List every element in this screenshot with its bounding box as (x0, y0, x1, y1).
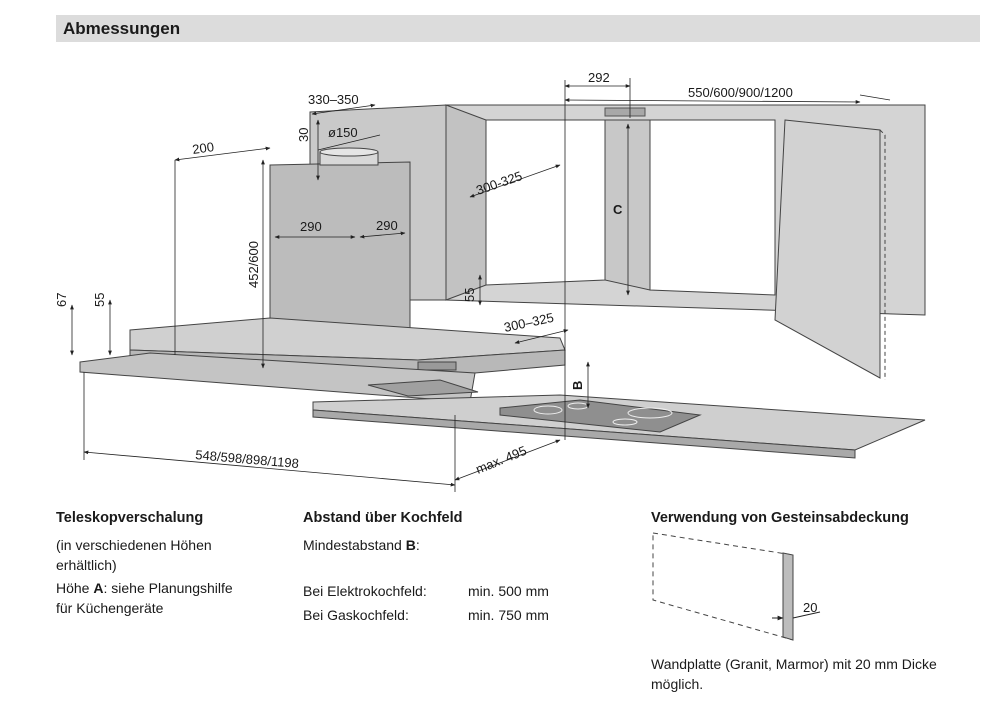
electric-cooktop-row: Bei Elektrokochfeld:min. 500 mm (303, 583, 549, 599)
stone-cover-heading-block: Verwendung von Gesteinsabdeckung (651, 508, 981, 535)
stone-cover-heading: Verwendung von Gesteinsabdeckung (651, 510, 909, 526)
telescope-cover-heading: Teleskopverschalung (56, 510, 204, 526)
dim-b: B (570, 381, 585, 390)
gas-cooktop-row: Bei Gaskochfeld:min. 750 mm (303, 607, 549, 623)
dim-67: 67 (54, 293, 69, 307)
dim-300-325-bottom: 300–325 (503, 310, 556, 335)
stone-cover-line-1: Wandplatte (Granit, Marmor) mit 20 mm Di… (651, 656, 937, 672)
minimum-distance-line: Mindestabstand B: (303, 537, 420, 553)
stone-cover-text: Wandplatte (Granit, Marmor) mit 20 mm Di… (651, 654, 981, 694)
dim-548: 548/598/898/1198 (195, 447, 300, 471)
hood-canopy (129, 317, 566, 379)
dim-292: 292 (588, 70, 610, 85)
dim-max-495: max. 495 (474, 443, 529, 477)
upper-cabinets (309, 104, 926, 380)
stone-cover-line-2: möglich. (651, 676, 704, 692)
dim-330-350: 330–350 (308, 92, 359, 107)
cooktop-distance-heading: Abstand über Kochfeld (303, 510, 463, 526)
dim-290-left: 290 (300, 219, 322, 234)
telescope-cover-line-4: für Küchengeräte (56, 600, 164, 616)
telescope-cover-line-2: erhältlich) (56, 557, 117, 573)
section-header: Abmessungen (56, 15, 980, 42)
chimney-hood (269, 147, 411, 351)
telescope-cover-line-3: Höhe A: siehe Planungshilfe (56, 580, 233, 596)
dim-290-right: 290 (376, 218, 398, 233)
cooktop (367, 379, 702, 433)
dim-c: C (613, 202, 623, 217)
dim-150: ø150 (328, 125, 358, 140)
telescope-cover-section: Teleskopverschalung (in verschiedenen Hö… (56, 508, 286, 618)
cooktop-distance-section: Abstand über Kochfeld Mindestabstand B: … (303, 508, 603, 625)
dim-55-right: 55 (462, 288, 477, 302)
stone-plate-sketch: 20 (652, 532, 821, 641)
dim-200: 200 (191, 139, 215, 157)
dim-55-left: 55 (92, 293, 107, 307)
dim-550: 550/600/900/1200 (688, 85, 793, 100)
dim-452-600: 452/600 (246, 241, 261, 288)
telescope-cover-line-1: (in verschiedenen Höhen (56, 537, 212, 553)
dim-20: 20 (803, 600, 817, 615)
dimension-lines (70, 78, 891, 492)
dim-30: 30 (296, 128, 311, 142)
section-title: Abmessungen (63, 19, 181, 38)
